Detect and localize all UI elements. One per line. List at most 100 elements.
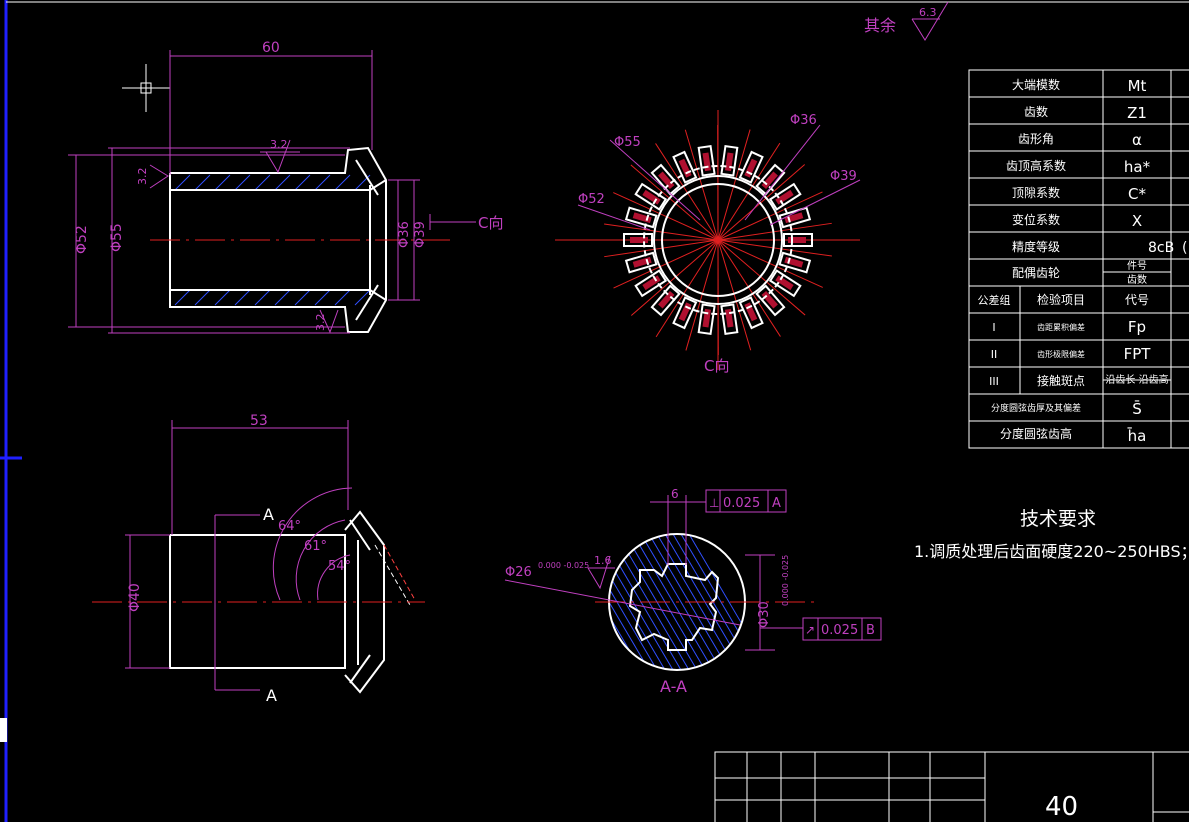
param-row-0-sym: Mt — [1128, 77, 1147, 95]
section-caption: A-A — [660, 677, 687, 696]
group-2-item: 接触斑点 — [1037, 373, 1085, 388]
param-row-2-name: 齿形角 — [1018, 132, 1054, 146]
view-gear: Φ55 Φ36 Φ52 Φ39 C向 — [555, 110, 861, 375]
param-row-0-name: 大端模数 — [1012, 77, 1060, 92]
param-row-1-name: 齿数 — [1024, 104, 1048, 119]
technical-requirements: 技术要求 1.调质处理后齿面硬度220~250HBS； — [914, 508, 1189, 561]
top-dia-outer: Φ52 — [74, 225, 90, 254]
tol-top-val: 0.025 — [723, 496, 760, 511]
gear-teeth — [623, 144, 813, 336]
param-row-6-sym: 8cB — [1148, 240, 1174, 256]
hatch-top — [174, 174, 371, 191]
top-dia-bore2: Φ39 — [413, 221, 428, 248]
gear-radial-line — [630, 239, 719, 316]
gear-tooth — [697, 303, 716, 336]
gear-radial-line — [685, 239, 719, 351]
group-2-grp: III — [989, 375, 999, 388]
tol-run-val: 0.025 — [821, 623, 858, 638]
gear-radial-line — [684, 129, 719, 241]
gear-tooth — [783, 233, 813, 247]
gear-radial-line — [717, 239, 806, 316]
group-0-item: 齿距累积偏差 — [1037, 322, 1085, 332]
angle-54: 54° — [328, 559, 351, 574]
gear-radial-lines — [604, 124, 832, 356]
group-1-item: 齿形极限偏差 — [1037, 349, 1085, 359]
gear-tooth — [768, 269, 802, 298]
gear-radial-line — [717, 191, 823, 241]
gear-tooth — [778, 251, 812, 274]
group-0-grp: I — [992, 321, 995, 334]
section-rough: 1.6 — [594, 554, 612, 567]
gear-radial-line — [717, 239, 832, 257]
view-top-left: 60 3.2 3.2 3.2 Φ52 Φ55 Φ36 Φ39 C向 — [68, 40, 503, 334]
mate-gear-sym2: 齿数 — [1127, 273, 1147, 286]
tech-title: 技术要求 — [1020, 508, 1096, 530]
top-dia-bore1: Φ36 — [397, 221, 412, 248]
gear-tooth — [672, 150, 698, 184]
gear-radial-line — [717, 239, 823, 288]
group-1-code: FPT — [1124, 345, 1152, 363]
gear-tooth — [697, 144, 716, 177]
tolerance-frame-runout: ↗ 0.025 B — [802, 617, 882, 641]
head-code: 代号 — [1125, 293, 1149, 307]
hatch-line — [609, 534, 642, 670]
gear-radial-line — [613, 192, 719, 241]
gear-tooth — [768, 182, 802, 211]
top-length-dim: 60 — [262, 40, 280, 56]
parameter-table: 大端模数 Mt 齿数 Z1 齿形角 α 齿顶高系数 ha* 顶隙系数 C* 变位… — [968, 69, 1189, 449]
group-2-code: 沿齿长 沿齿高 — [1105, 373, 1168, 386]
gear-d55: Φ55 — [614, 135, 641, 150]
gear-radial-line — [717, 142, 781, 241]
gear-d39: Φ39 — [830, 169, 857, 184]
gear-radial-line — [717, 164, 806, 241]
gear-d36: Φ36 — [790, 113, 817, 128]
rough-top: 3.2 — [270, 138, 288, 151]
section-dia-inner-tol: 0.000 -0.025 — [538, 561, 589, 570]
rough-left: 3.2 — [136, 168, 149, 186]
gear-tooth — [634, 269, 668, 298]
title-block-value: 40 — [1045, 792, 1078, 822]
param-row-1-sym: Z1 — [1127, 104, 1147, 122]
gear-d52: Φ52 — [578, 192, 605, 207]
gear-tooth — [755, 284, 786, 317]
view-section-aa: 6 ⊥ 0.025 A 1.6 Φ26 0.000 -0.025 Φ30 0.0… — [504, 487, 882, 696]
rough-bottom: 3.2 — [314, 314, 327, 332]
gear-radial-line — [655, 143, 719, 241]
hatch-line — [688, 534, 745, 670]
top-dia-flange: Φ55 — [109, 223, 125, 252]
section-dia-outer-tol: 0.000 -0.025 — [781, 555, 790, 606]
gear-radial-line — [717, 222, 832, 241]
gear-tooth — [634, 182, 668, 211]
param-row-3-sym: ha* — [1124, 158, 1151, 176]
gear-tooth — [624, 251, 658, 274]
surface-note-label: 其余 — [864, 16, 896, 35]
gear-tooth — [650, 163, 681, 196]
gear-tooth — [672, 296, 698, 330]
tol-top-sym: ⊥ — [709, 496, 719, 510]
hatch-line — [640, 534, 722, 670]
row-h-code: h̄a — [1127, 426, 1146, 445]
view-bottom-left: 53 A A 64° 61° 54° Φ40 — [92, 413, 425, 705]
param-row-4-sym: C* — [1128, 185, 1146, 203]
side-scroll-marker[interactable] — [0, 718, 7, 742]
gear-tooth — [624, 206, 658, 229]
gear-tooth — [650, 284, 681, 317]
section-marker-top: A — [263, 505, 274, 524]
hatch-line — [609, 534, 650, 670]
tech-line-1: 1.调质处理后齿面硬度220~250HBS； — [914, 542, 1189, 561]
hatch-bottom — [174, 289, 371, 306]
head-group: 公差组 — [978, 293, 1011, 307]
gear-tooth — [720, 303, 739, 336]
tol-run-sym: ↗ — [805, 623, 815, 637]
bottom-length-dim: 53 — [250, 413, 268, 429]
param-row-5-sym: X — [1132, 212, 1142, 230]
param-row-6-name: 精度等级 — [1012, 239, 1060, 254]
gear-tooth — [720, 144, 739, 177]
param-row-6-val: ( — [1182, 240, 1187, 256]
gear-radial-line — [717, 129, 751, 241]
gear-radial-line — [630, 164, 719, 241]
gear-caption: C向 — [704, 357, 729, 375]
gear-tooth — [623, 233, 653, 247]
gear-radial-line — [613, 239, 719, 289]
